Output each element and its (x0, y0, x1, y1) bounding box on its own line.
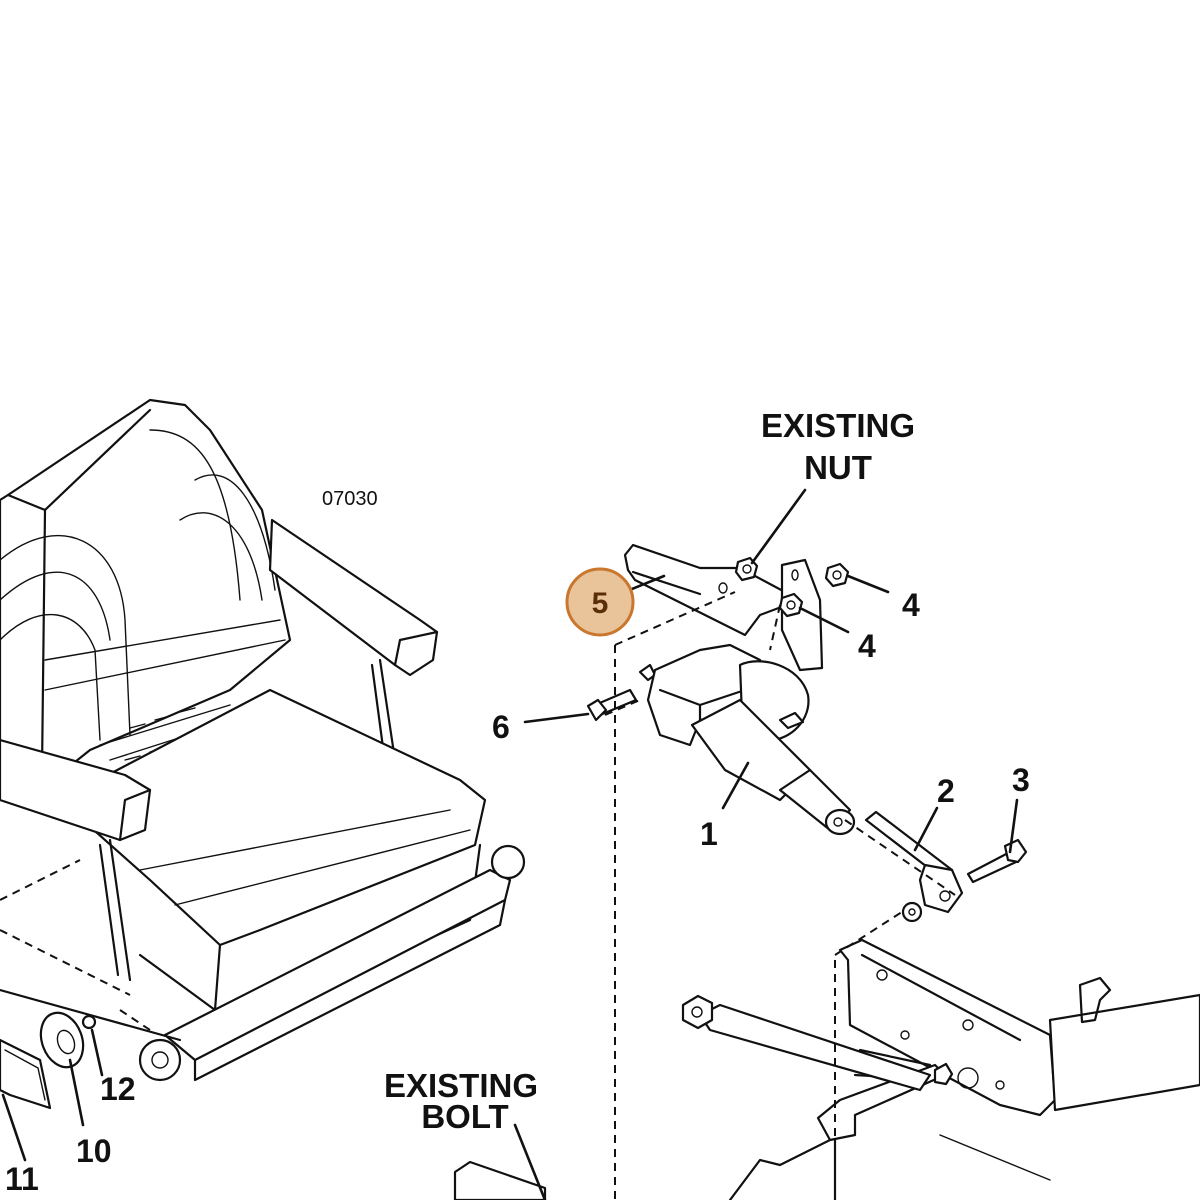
callout-3: 3 (1012, 762, 1030, 798)
machine-frame (681, 909, 1200, 1200)
round-lamp-part (39, 1011, 85, 1069)
callout-leaders (1, 488, 1019, 1200)
callout-6: 6 (492, 709, 510, 745)
washer-part (901, 901, 923, 923)
existing-bolt-label-line2: BOLT (421, 1098, 508, 1135)
drawing-number: 07030 (322, 488, 378, 510)
lock-nut-b (778, 592, 804, 618)
linear-actuator-part (638, 643, 856, 836)
seat-assembly (0, 398, 526, 1082)
callout-1: 1 (700, 816, 718, 852)
existing-bolt-bracket (453, 1160, 547, 1200)
lock-nut-a (824, 562, 850, 588)
highlight-circle[interactable] (565, 567, 635, 637)
callout-5[interactable]: 5 (592, 587, 609, 620)
highlighted-callout-5[interactable]: 5 (565, 567, 635, 637)
assembly-centerlines (604, 591, 956, 1200)
pivot-bolt-part (586, 688, 638, 722)
existing-nut-label-line2: NUT (804, 449, 872, 486)
callout-4-lower: 4 (858, 628, 876, 664)
existing-bolt-label-line1: EXISTING (384, 1067, 538, 1104)
callout-10: 10 (76, 1133, 112, 1169)
seat-bracket-part (623, 543, 824, 672)
clevis-bolt-part (966, 838, 1028, 884)
callout-2: 2 (937, 773, 955, 809)
callout-11: 11 (5, 1161, 39, 1197)
small-nut-part (81, 1014, 97, 1030)
clevis-pin-part (864, 810, 964, 914)
light-bar-part (0, 1038, 52, 1110)
callout-12: 12 (100, 1071, 136, 1107)
existing-nut-label-line1: EXISTING (761, 407, 915, 444)
callout-4-upper: 4 (902, 587, 920, 623)
